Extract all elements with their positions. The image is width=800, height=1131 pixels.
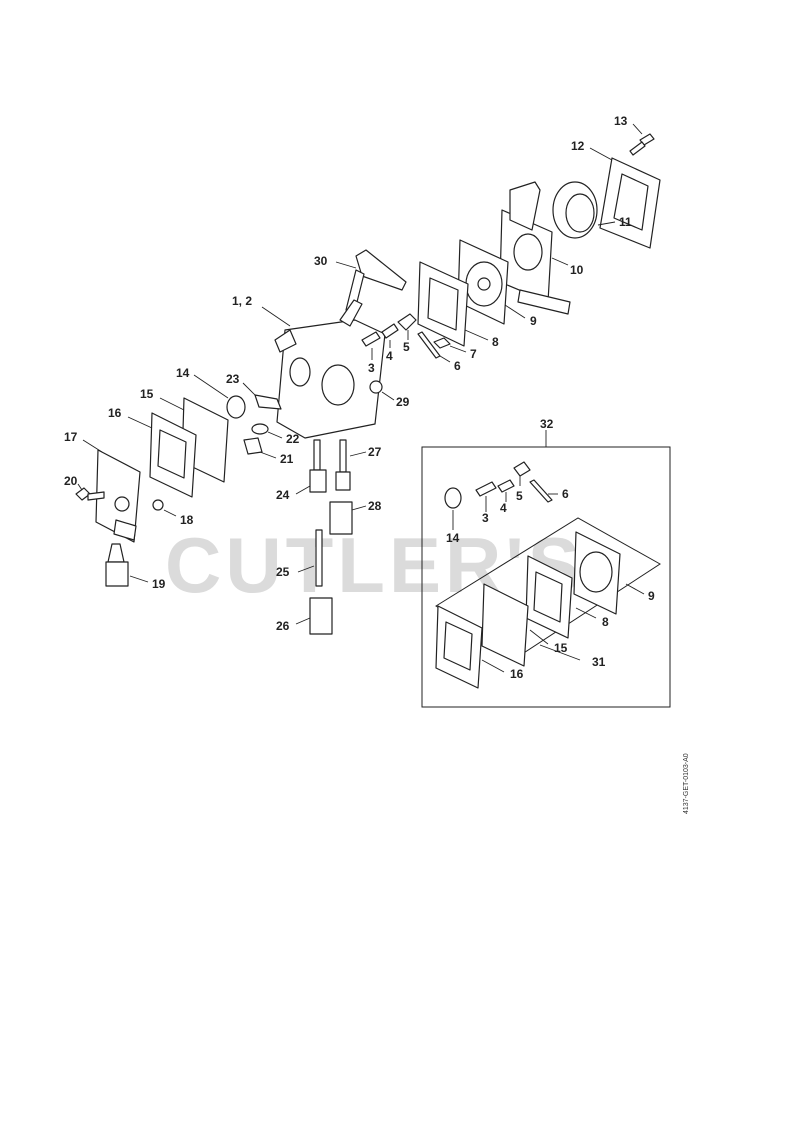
kit-part-5-lever[interactable]	[513, 461, 531, 486]
kit-32-box[interactable]	[421, 430, 671, 708]
label-16: 16	[108, 406, 122, 420]
label-kit-3: 3	[482, 511, 489, 525]
label-3: 3	[368, 361, 375, 375]
drawing-code: 4137-GET-0103-A0	[683, 753, 690, 814]
label-14: 14	[176, 366, 190, 380]
part-27-needle[interactable]	[335, 439, 367, 491]
part-25-needle[interactable]	[297, 529, 323, 587]
label-kit-9: 9	[648, 589, 655, 603]
label-kit-31: 31	[592, 655, 606, 669]
label-kit-8: 8	[602, 615, 609, 629]
label-kit-14: 14	[446, 531, 460, 545]
label-11: 11	[619, 215, 632, 229]
label-4: 4	[386, 349, 393, 363]
label-25: 25	[276, 565, 290, 579]
part-10-pump-housing[interactable]	[499, 181, 571, 315]
label-8: 8	[492, 335, 499, 349]
label-13: 13	[614, 114, 628, 128]
label-5: 5	[403, 340, 410, 354]
label-kit-16: 16	[510, 667, 524, 681]
label-10: 10	[570, 263, 584, 277]
label-27: 27	[368, 445, 382, 459]
label-26: 26	[276, 619, 290, 633]
part-14-screen[interactable]	[193, 374, 246, 419]
label-24: 24	[276, 488, 290, 502]
label-6: 6	[454, 359, 461, 373]
label-kit-4: 4	[500, 501, 507, 515]
label-17: 17	[64, 430, 78, 444]
label-21: 21	[280, 452, 294, 466]
part-21-fitting[interactable]	[243, 437, 277, 459]
label-19: 19	[152, 577, 166, 591]
part-7-screw[interactable]	[433, 337, 467, 353]
label-18: 18	[180, 513, 194, 527]
label-1-2: 1, 2	[232, 294, 252, 308]
part-16-diaphragm[interactable]	[127, 412, 197, 498]
label-9: 9	[530, 314, 537, 328]
label-12: 12	[571, 139, 585, 153]
kit-part-15-gasket[interactable]	[481, 583, 549, 667]
part-23-gasket[interactable]	[242, 382, 282, 410]
kit-part-6-pin[interactable]	[529, 479, 558, 503]
part-24-needle[interactable]	[295, 439, 327, 495]
label-28: 28	[368, 499, 382, 513]
label-kit-5: 5	[516, 489, 523, 503]
label-kit-32: 32	[540, 417, 554, 431]
label-23: 23	[226, 372, 240, 386]
part-6-pin[interactable]	[417, 331, 451, 363]
part-13-screw[interactable]	[629, 123, 655, 156]
kit-part-8-gasket[interactable]	[525, 555, 597, 639]
kit-part-9-diaphragm[interactable]	[573, 531, 645, 615]
part-22-seal[interactable]	[251, 423, 283, 439]
label-kit-6: 6	[562, 487, 569, 501]
part-18-plug[interactable]	[152, 499, 177, 517]
part-17-cover[interactable]	[82, 439, 141, 543]
part-26-cap[interactable]	[295, 597, 333, 635]
label-7: 7	[470, 347, 477, 361]
label-15: 15	[140, 387, 154, 401]
part-28-cap[interactable]	[329, 501, 367, 535]
kit-part-14-screen[interactable]	[444, 487, 462, 530]
part-12-gasket[interactable]	[589, 147, 661, 249]
label-30: 30	[314, 254, 328, 268]
part-8-gasket[interactable]	[417, 261, 489, 347]
label-29: 29	[396, 395, 410, 409]
label-kit-15: 15	[554, 641, 568, 655]
part-29-nut[interactable]	[369, 380, 395, 401]
part-19-cap[interactable]	[105, 543, 149, 587]
part-4-needle[interactable]	[381, 323, 399, 348]
kit-part-3-spring[interactable]	[475, 481, 497, 512]
part-3-spring[interactable]	[361, 331, 381, 360]
kit-part-4-needle[interactable]	[497, 479, 515, 502]
watermark-text: CUTLER'S	[165, 521, 584, 609]
part-5-control-lever[interactable]	[397, 313, 417, 340]
part-20-screw[interactable]	[75, 483, 105, 501]
part-30-lever[interactable]	[335, 249, 407, 315]
part-11-diaphragm-cup[interactable]	[552, 181, 616, 239]
label-22: 22	[286, 432, 300, 446]
kit-part-16-diaphragm[interactable]	[435, 605, 505, 689]
part-1-2-carburetor-body[interactable]	[261, 299, 386, 439]
label-20: 20	[64, 474, 78, 488]
